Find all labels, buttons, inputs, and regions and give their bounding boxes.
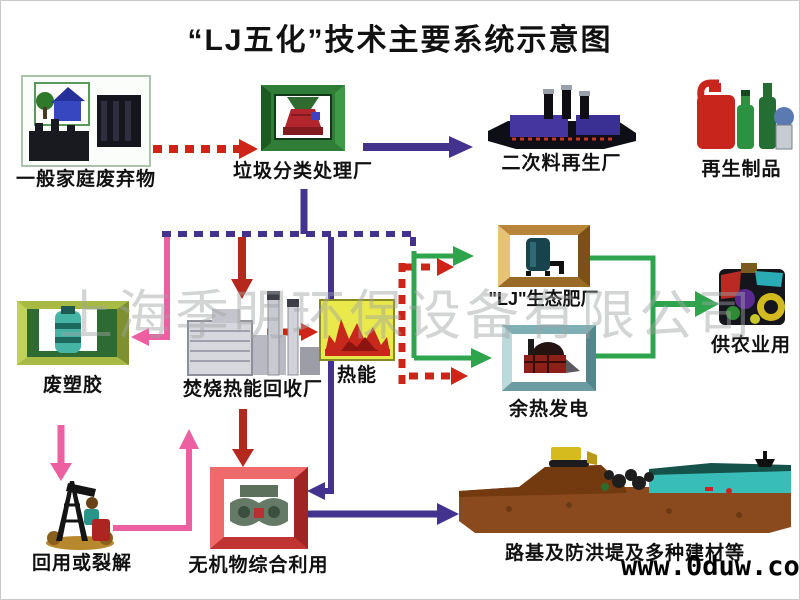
sorting-plant-icon bbox=[261, 85, 345, 151]
node-road-base: 路基及防洪堤及多种建材等 bbox=[457, 447, 793, 565]
node-waste-heat-power: 余热发电 bbox=[495, 325, 603, 421]
website-url: www.0duw.com bbox=[621, 551, 800, 582]
line-distribution-bus bbox=[162, 231, 416, 253]
node-agriculture: 供农业用 bbox=[701, 259, 799, 357]
inorganic-utilization-label: 无机物综合利用 bbox=[188, 555, 329, 576]
node-household: 一般家庭废弃物 bbox=[11, 75, 161, 191]
node-waste-plastic: 废塑胶 bbox=[13, 301, 133, 397]
arrow-heat-to-wasteheat bbox=[409, 367, 468, 385]
waste-plastic-label: 废塑胶 bbox=[42, 375, 103, 396]
inorganic-utilization-icon bbox=[209, 467, 308, 549]
agriculture-label: 供农业用 bbox=[710, 335, 791, 356]
arrow-green-to-wasteheat bbox=[414, 348, 492, 368]
incineration-plant-icon bbox=[187, 291, 320, 376]
arrow-green-to-fertilizer bbox=[414, 246, 474, 266]
thermal-energy-icon bbox=[319, 299, 395, 361]
arrow-household-to-sorting bbox=[153, 139, 258, 159]
fertilizer-plant-label: "LJ"生态肥厂 bbox=[488, 289, 599, 309]
node-reuse-cracking: 回用或裂解 bbox=[19, 475, 145, 575]
arrow-sorting-to-secondary bbox=[363, 136, 473, 158]
incineration-plant-label: 焚烧热能回收厂 bbox=[182, 379, 323, 400]
recycled-products-label: 再生制品 bbox=[701, 159, 782, 180]
road-base-label: 路基及防洪堤及多种建材等 bbox=[504, 543, 745, 564]
arrow-outputs-to-agriculture bbox=[586, 255, 719, 359]
arrow-bus-to-plastic bbox=[131, 237, 170, 346]
recycled-products-icon bbox=[696, 79, 794, 150]
diagram-title: “LJ五化”技术主要系统示意图 bbox=[187, 24, 613, 57]
node-sorting-plant: 垃圾分类处理厂 bbox=[223, 85, 383, 183]
waste-plastic-icon bbox=[17, 301, 129, 365]
node-fertilizer-plant: "LJ"生态肥厂 bbox=[481, 225, 606, 310]
arrow-reuse-to-incineration bbox=[113, 429, 199, 531]
arrow-plastic-to-reuse bbox=[50, 425, 72, 481]
sorting-plant-label: 垃圾分类处理厂 bbox=[232, 161, 373, 182]
waste-heat-power-icon bbox=[502, 325, 596, 391]
arrow-inorganic-to-roadbase bbox=[291, 503, 459, 525]
arrow-bus-to-incineration bbox=[231, 237, 253, 299]
thermal-energy-label: 热能 bbox=[336, 365, 377, 386]
reuse-cracking-icon bbox=[46, 481, 114, 550]
waste-heat-power-label: 余热发电 bbox=[508, 399, 589, 420]
household-label: 一般家庭废弃物 bbox=[15, 169, 156, 190]
node-inorganic-utilization: 无机物综合利用 bbox=[181, 467, 336, 577]
household-waste-icon bbox=[21, 75, 151, 167]
node-recycled-products: 再生制品 bbox=[679, 75, 799, 181]
arrow-heat-to-fertilizer bbox=[405, 258, 454, 276]
node-incineration-plant: 焚烧热能回收厂 bbox=[167, 291, 339, 401]
secondary-plant-icon bbox=[487, 85, 636, 149]
node-secondary-plant: 二次料再生厂 bbox=[479, 85, 644, 175]
agriculture-tractor-icon bbox=[719, 263, 785, 325]
reuse-cracking-label: 回用或裂解 bbox=[31, 553, 132, 574]
fertilizer-plant-icon bbox=[497, 225, 590, 287]
node-thermal-energy: 热能 bbox=[317, 299, 397, 387]
arrow-incineration-to-inorganic bbox=[232, 409, 254, 467]
road-base-icon bbox=[459, 447, 791, 533]
secondary-plant-label: 二次料再生厂 bbox=[501, 153, 622, 174]
